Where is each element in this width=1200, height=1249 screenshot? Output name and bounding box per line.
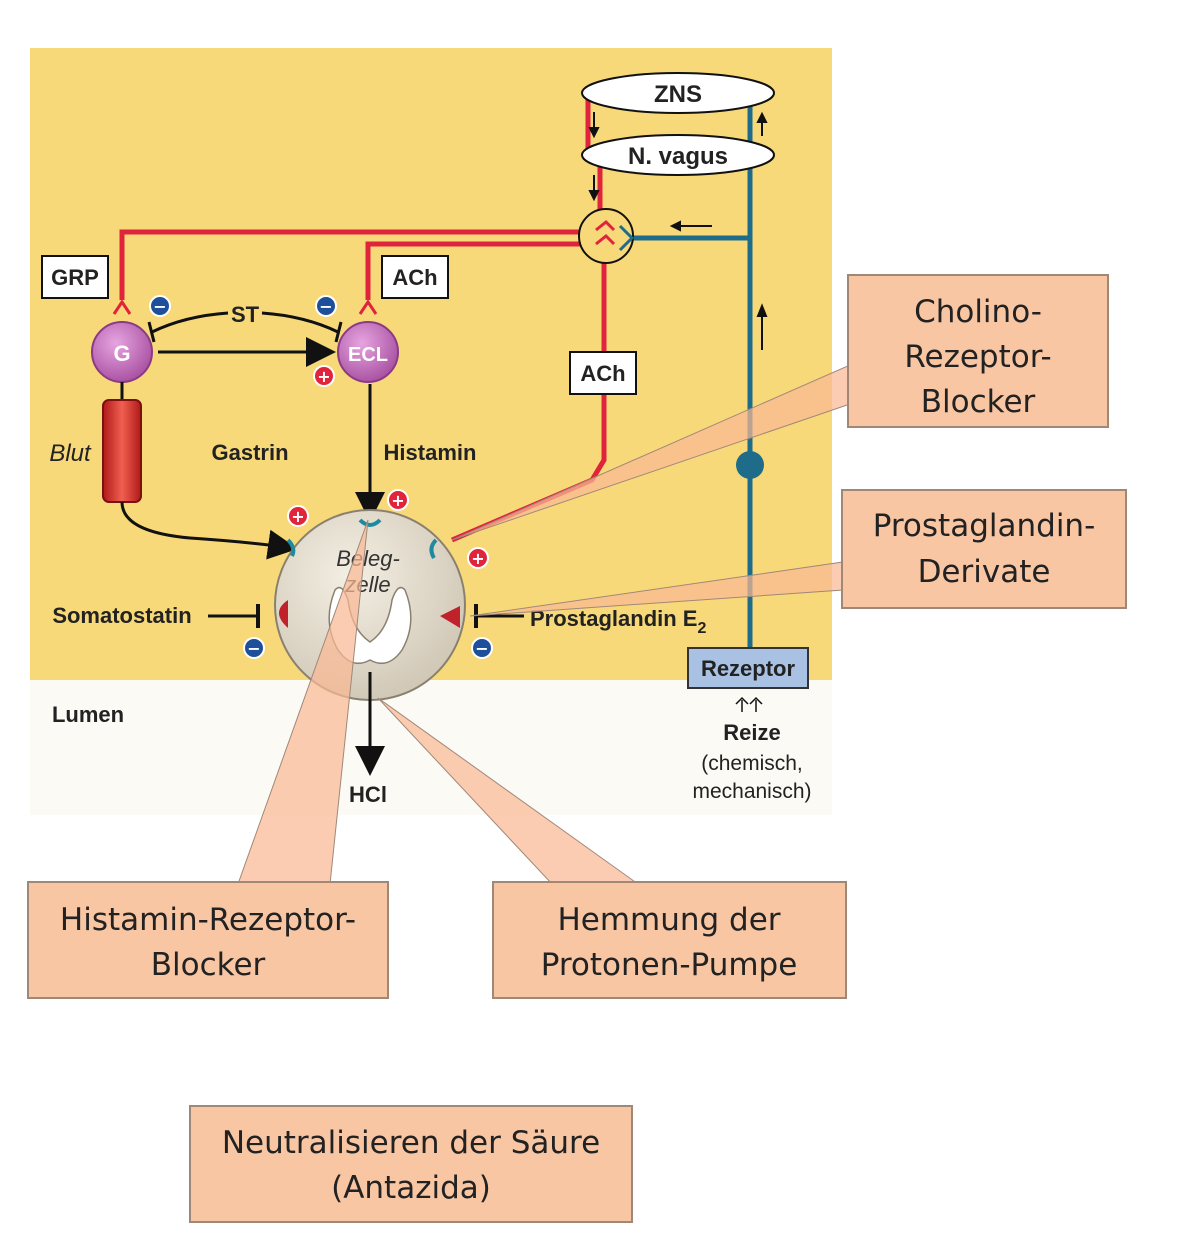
grp-label: GRP xyxy=(51,265,99,290)
histamin-receptor xyxy=(358,518,382,527)
svg-text:Hemmung der: Hemmung der xyxy=(557,902,780,938)
minus-sign-prostaglandin: − xyxy=(471,637,493,659)
blut-label: Blut xyxy=(49,440,92,467)
ecl-cell xyxy=(337,321,399,383)
ach-receptor xyxy=(429,538,438,560)
ach-top-box xyxy=(381,255,449,299)
svg-text:Cholino-: Cholino- xyxy=(914,294,1042,330)
minus-sign-g: − xyxy=(149,295,171,317)
hcl-label: HCl xyxy=(349,782,387,807)
grp-box xyxy=(41,255,109,299)
g-receptor-fork xyxy=(112,299,132,315)
rezeptor-label: Rezeptor xyxy=(701,656,796,681)
ecl-receptor-fork xyxy=(358,299,378,315)
svg-text:−: − xyxy=(319,297,332,316)
minus-sign-ecl: − xyxy=(315,295,337,317)
svg-text:Blocker: Blocker xyxy=(921,384,1036,420)
callout-cholino: Cholino- Rezeptor- Blocker xyxy=(847,274,1109,428)
svg-text:Histamin-Rezeptor-: Histamin-Rezeptor- xyxy=(60,902,356,938)
parietal-cell xyxy=(274,509,466,701)
reize-detail-1: (chemisch, xyxy=(701,752,803,775)
svg-text:Neutralisieren der Säure: Neutralisieren der Säure xyxy=(222,1125,600,1161)
n-vagus-ellipse xyxy=(581,134,775,176)
ach-mid-label: ACh xyxy=(580,361,625,386)
prostaglandin-subscript: 2 xyxy=(697,620,706,637)
belegzelle-label-1: Beleg- xyxy=(336,546,400,571)
svg-text:+: + xyxy=(291,507,304,526)
ach-mid-box xyxy=(569,351,637,395)
direction-arrows xyxy=(588,111,768,350)
svg-text:−: − xyxy=(247,639,260,658)
rezeptor-box xyxy=(687,647,809,689)
ach-top-label: ACh xyxy=(392,265,437,290)
synapse-fork-blue xyxy=(618,224,635,252)
plus-sign-ecl: + xyxy=(313,365,335,387)
synapse-fork-red xyxy=(595,219,616,246)
svg-text:(Antazida): (Antazida) xyxy=(331,1170,491,1206)
plus-sign-histamin: + xyxy=(387,489,409,511)
callout-antazida: Neutralisieren der Säure (Antazida) xyxy=(189,1105,633,1223)
st-label: ST xyxy=(231,302,260,327)
prostaglandin-receptor xyxy=(440,606,460,628)
svg-text:Protonen-Pumpe: Protonen-Pumpe xyxy=(541,947,798,983)
svg-text:+: + xyxy=(391,491,404,510)
svg-text:Derivate: Derivate xyxy=(918,554,1051,590)
zns-label: ZNS xyxy=(654,81,702,108)
svg-text:Prostaglandin-: Prostaglandin- xyxy=(873,508,1096,544)
somatostatin-label: Somatostatin xyxy=(52,603,191,628)
svg-text:−: − xyxy=(475,639,488,658)
somatostatin-receptor xyxy=(279,600,288,628)
svg-text:+: + xyxy=(317,367,330,386)
svg-text:Blocker: Blocker xyxy=(151,947,266,983)
plus-signs: + + + + xyxy=(287,365,489,569)
gastrin-label: Gastrin xyxy=(211,440,288,465)
ganglion-node xyxy=(736,451,764,479)
g-cell-label: G xyxy=(113,341,130,366)
zns-ellipse xyxy=(581,72,775,114)
gastrin-arrow xyxy=(120,501,298,560)
stimulus-arrows-icon xyxy=(735,696,763,712)
callout-histamin-blocker: Histamin-Rezeptor- Blocker xyxy=(27,881,389,999)
plus-sign-ach: + xyxy=(467,547,489,569)
callout-protonen-pumpe: Hemmung der Protonen-Pumpe xyxy=(492,881,847,999)
callout-prostaglandin-derivate: Prostaglandin- Derivate xyxy=(841,489,1127,609)
svg-text:+: + xyxy=(471,549,484,568)
st-inhibition xyxy=(147,311,343,343)
minus-signs: − − − − xyxy=(149,295,493,659)
gastrin-receptor xyxy=(286,538,296,557)
reize-detail-2: mechanisch) xyxy=(692,780,811,803)
n-vagus-label: N. vagus xyxy=(628,143,728,170)
blood-vessel xyxy=(102,399,142,503)
reize-label: Reize xyxy=(723,720,780,745)
svg-text:Rezeptor-: Rezeptor- xyxy=(904,339,1051,375)
minus-sign-somatostatin: − xyxy=(243,637,265,659)
ecl-cell-label: ECL xyxy=(348,344,388,366)
lumen-label: Lumen xyxy=(52,702,124,727)
svg-text:−: − xyxy=(153,297,166,316)
histamin-label: Histamin xyxy=(384,440,477,465)
afferent-nerve-lines xyxy=(620,95,753,660)
plus-sign-gastrin: + xyxy=(287,505,309,527)
